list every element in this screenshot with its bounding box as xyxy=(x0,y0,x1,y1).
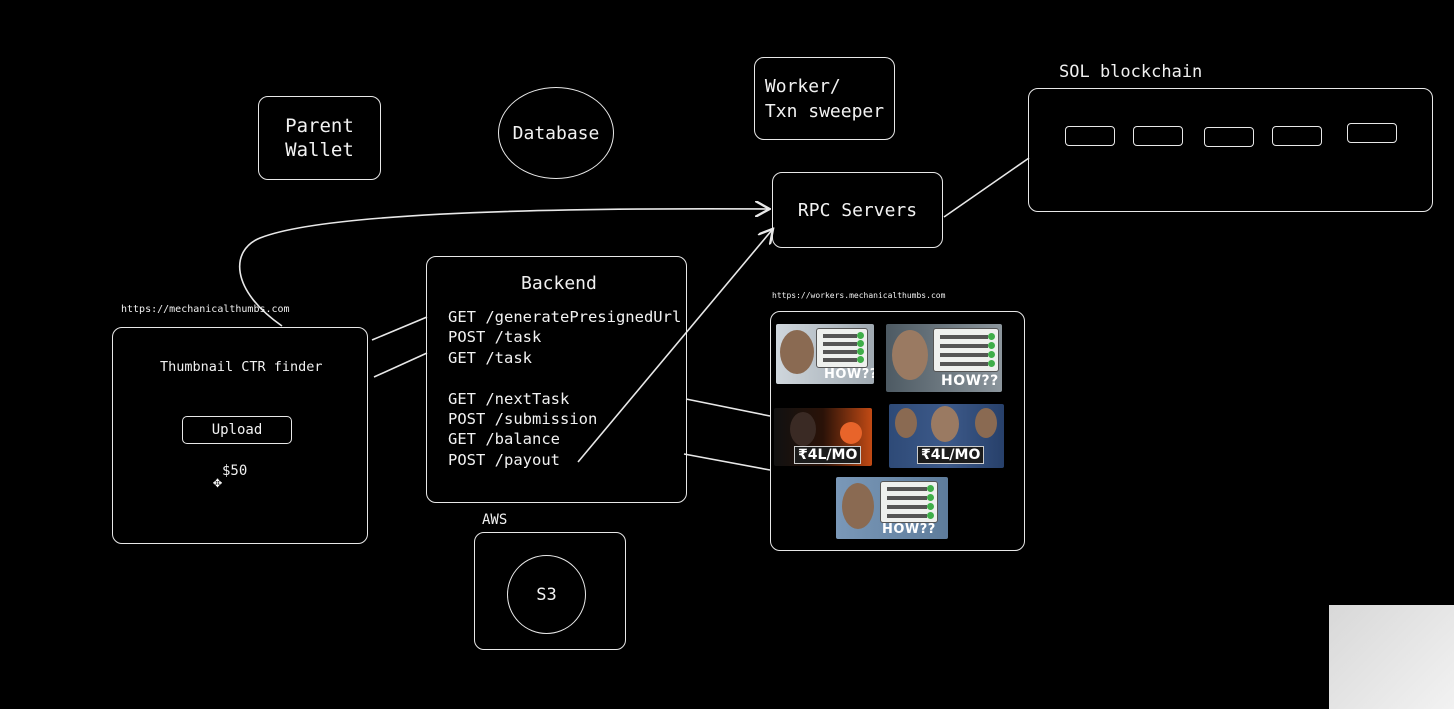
s3-label: S3 xyxy=(536,584,557,605)
rpc-servers-label: RPC Servers xyxy=(797,199,918,221)
thumbnail-3-caption: ₹4L/MO xyxy=(794,446,862,464)
thumbnail-5-card xyxy=(880,481,938,523)
database-node: Database xyxy=(498,87,614,179)
rpc-servers-node: RPC Servers xyxy=(772,172,943,248)
backend-to-worker-line-2 xyxy=(683,453,771,471)
user-app-frame: Thumbnail CTR finder Upload $50 ✥ xyxy=(112,327,368,544)
backend-title: Backend xyxy=(521,273,597,294)
thumbnail-1[interactable]: HOW?? xyxy=(776,324,874,384)
block-5 xyxy=(1347,123,1397,143)
thumbnail-4-caption: ₹4L/MO xyxy=(917,446,985,464)
worker-label: Worker/ Txn sweeper xyxy=(764,75,885,122)
sol-blockchain-title: SOL blockchain xyxy=(1059,62,1203,82)
worker-app-url[interactable]: https://workers.mechanicalthumbs.com xyxy=(772,291,946,300)
user-app-title: Thumbnail CTR finder xyxy=(160,359,323,375)
parent-wallet-label: Parent Wallet xyxy=(285,115,354,161)
thumbnail-4[interactable]: ₹4L/MO xyxy=(889,404,1004,468)
thumbnail-1-caption: HOW?? xyxy=(824,367,874,382)
user-app-url[interactable]: https://mechanicalthumbs.com xyxy=(121,304,290,315)
thumbnail-1-face xyxy=(780,330,814,374)
block-2 xyxy=(1133,126,1183,146)
parent-wallet-node: Parent Wallet xyxy=(258,96,381,180)
thumbnail-2[interactable]: HOW?? xyxy=(886,324,1002,392)
thumbnail-2-caption: HOW?? xyxy=(941,373,999,389)
move-cursor-icon: ✥ xyxy=(213,473,223,491)
backend-route: GET /balance xyxy=(448,430,560,449)
backend-route: POST /task xyxy=(448,328,542,347)
block-4 xyxy=(1272,126,1322,146)
backend-route: POST /payout xyxy=(448,450,560,469)
thumbnail-4-face-center xyxy=(931,406,959,442)
thumbnail-3-badge xyxy=(840,422,862,444)
thumbnail-5[interactable]: HOW?? xyxy=(836,477,948,539)
thumbnail-4-face-right xyxy=(975,408,997,438)
upload-button-label: Upload xyxy=(211,422,263,438)
rpc-to-blockchain-line xyxy=(943,157,1030,218)
thumbnail-1-card xyxy=(816,328,868,368)
user-to-rpc-arrow xyxy=(238,209,768,327)
backend-route: GET /task xyxy=(448,348,532,367)
thumbnail-3[interactable]: ₹4L/MO xyxy=(774,408,872,466)
thumbnail-2-card xyxy=(933,328,999,372)
backend-route-spacer xyxy=(448,368,681,388)
sol-blockchain-node xyxy=(1028,88,1433,212)
user-to-backend-line-1 xyxy=(371,316,428,341)
thumbnail-5-face xyxy=(842,483,874,529)
backend-to-worker-line-1 xyxy=(685,398,771,417)
thumbnail-5-caption: HOW?? xyxy=(882,522,936,537)
database-label: Database xyxy=(512,122,600,144)
video-overlay-panel xyxy=(1329,605,1454,709)
backend-route: GET /nextTask xyxy=(448,389,570,408)
worker-node: Worker/ Txn sweeper xyxy=(754,57,895,140)
thumbnail-3-face xyxy=(790,412,816,446)
amount-label: $50 xyxy=(222,463,248,479)
block-3 xyxy=(1204,127,1254,147)
thumbnail-2-face xyxy=(892,330,928,380)
thumbnail-4-face-left xyxy=(895,408,917,438)
worker-app-frame: HOW?? HOW?? ₹4L/MO ₹4L/MO HOW?? xyxy=(770,311,1025,551)
payout-to-rpc-arrow xyxy=(577,230,772,463)
backend-route: POST /submission xyxy=(448,409,598,428)
user-to-backend-line-2 xyxy=(373,352,428,378)
backend-route: GET /generatePresignedUrl xyxy=(448,308,682,326)
aws-label: AWS xyxy=(482,512,508,528)
aws-frame: S3 xyxy=(474,532,626,650)
block-1 xyxy=(1065,126,1115,146)
s3-node: S3 xyxy=(507,555,586,634)
upload-button[interactable]: Upload xyxy=(182,416,292,444)
